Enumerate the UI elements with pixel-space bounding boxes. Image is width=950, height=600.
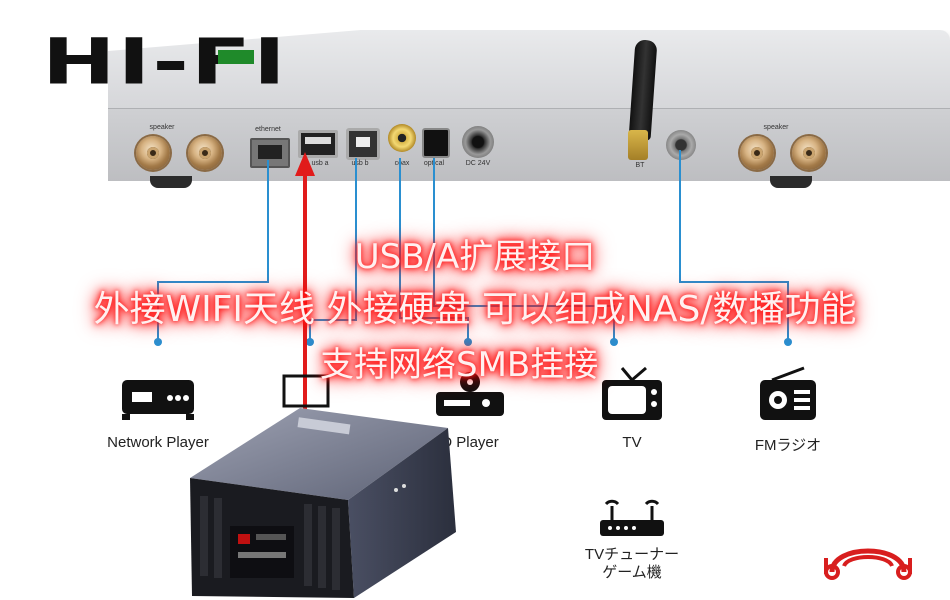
speaker-right-label: speaker bbox=[763, 124, 789, 131]
dc-power-jack-icon bbox=[462, 126, 494, 158]
endpoint-dot bbox=[464, 338, 472, 346]
hifi-logo: HI-FI bbox=[42, 30, 288, 118]
brand-headphone-logo-icon bbox=[824, 548, 912, 580]
ethernet-label: ethernet bbox=[255, 126, 281, 133]
speaker-left-label: speaker bbox=[149, 124, 175, 131]
coax-port-icon bbox=[388, 124, 416, 152]
coax-line bbox=[399, 158, 469, 342]
endpoint-dot bbox=[154, 338, 162, 346]
endpoint-dot bbox=[784, 338, 792, 346]
endpoint-dot bbox=[306, 338, 314, 346]
overlay-feature-line: 外接WIFI天线 外接硬盘 可以组成NAS/数播功能 bbox=[93, 289, 857, 330]
network-player-icon bbox=[122, 380, 194, 420]
endpoint-dot bbox=[610, 338, 618, 346]
external-drive-enclosure-icon bbox=[190, 408, 456, 598]
usb-b-port-icon bbox=[346, 128, 380, 160]
device-dvd-player: D Player bbox=[390, 370, 550, 451]
usb-b-line bbox=[309, 158, 357, 342]
fm-radio-icon bbox=[760, 366, 816, 420]
device-fm-radio: FMラジオ bbox=[708, 366, 868, 455]
coax-label: coax bbox=[394, 160, 410, 167]
router-label-line1: TVチューナー bbox=[584, 546, 680, 563]
usb-b-label: usb b bbox=[351, 160, 369, 167]
router-icon bbox=[600, 499, 664, 536]
amplifier-foot bbox=[770, 176, 812, 188]
fm-line bbox=[679, 150, 789, 342]
logo-dash-accent bbox=[218, 50, 254, 64]
speaker-terminal-icon bbox=[136, 136, 170, 170]
device-router: TVチューナー ゲーム機 bbox=[552, 494, 712, 582]
device-label: Network Player bbox=[107, 434, 209, 451]
device-label: D Player bbox=[441, 434, 499, 451]
optical-port-icon bbox=[422, 128, 450, 158]
router-label: TVチューナー ゲーム機 bbox=[552, 546, 712, 582]
pc-monitor-icon bbox=[282, 374, 330, 414]
device-label: TV bbox=[622, 434, 642, 451]
router-label-line2: ゲーム機 bbox=[602, 564, 662, 581]
tv-icon bbox=[602, 366, 662, 420]
device-network-player: Network Player bbox=[78, 370, 238, 451]
device-label: FMラジオ bbox=[754, 437, 822, 454]
ethernet-port-icon bbox=[250, 138, 290, 168]
amplifier-foot bbox=[150, 176, 192, 188]
bt-label: BT bbox=[635, 162, 645, 169]
speaker-terminal-icon bbox=[792, 136, 826, 170]
antenna-connector-icon bbox=[628, 130, 648, 160]
speaker-terminal-icon bbox=[188, 136, 222, 170]
overlay-title: USB/A扩展接口 bbox=[354, 237, 596, 277]
dc-label: DC 24V bbox=[465, 160, 491, 167]
speaker-terminal-icon bbox=[740, 136, 774, 170]
red-arrow-head bbox=[295, 152, 315, 176]
device-tv: TV bbox=[552, 366, 712, 451]
usb-a-label: usb a bbox=[311, 160, 329, 167]
optical-line bbox=[433, 158, 615, 342]
overlay-smb-line: 支持网络SMB挂接 bbox=[320, 345, 599, 385]
ethernet-line bbox=[157, 160, 269, 342]
dvd-player-icon bbox=[436, 372, 504, 416]
